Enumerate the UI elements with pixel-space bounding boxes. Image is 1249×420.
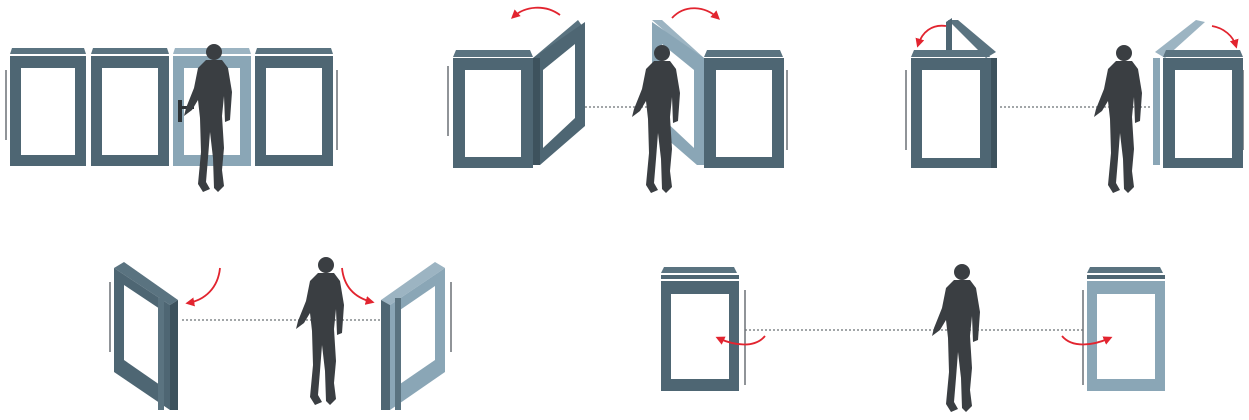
- door-panel-angled: [533, 20, 585, 165]
- person-icon: [1094, 45, 1142, 193]
- folded-panel-pair-active: [1153, 20, 1243, 168]
- door-panel: [91, 48, 169, 166]
- rotate-arrow-icon: [185, 267, 221, 307]
- stacked-panels-right: [381, 262, 445, 410]
- person-icon: [296, 257, 344, 405]
- rotate-arrow-icon: [511, 6, 561, 19]
- rotate-arrow-icon: [715, 335, 766, 346]
- stacked-panels-right: [1087, 267, 1165, 391]
- rotate-arrow-icon: [1211, 25, 1239, 49]
- stacked-panels-left: [114, 262, 178, 410]
- door-panel: [10, 48, 86, 166]
- stage-closed: [5, 44, 338, 192]
- stage-folding: [905, 18, 1244, 193]
- rotate-arrow-icon: [915, 24, 947, 48]
- door-panel: [453, 50, 533, 168]
- folded-panel-pair: [911, 18, 997, 168]
- stage-folding-further: [109, 257, 452, 410]
- door-panel: [704, 50, 784, 168]
- rotate-arrow-icon: [341, 267, 375, 305]
- person-icon: [932, 264, 980, 412]
- stage-stacked-open: [661, 264, 1165, 412]
- stage-opening: [447, 6, 788, 193]
- rotate-arrow-icon: [1061, 335, 1113, 346]
- door-panel: [255, 48, 333, 166]
- stacked-panels-left: [661, 267, 739, 391]
- rotate-arrow-icon: [671, 7, 720, 20]
